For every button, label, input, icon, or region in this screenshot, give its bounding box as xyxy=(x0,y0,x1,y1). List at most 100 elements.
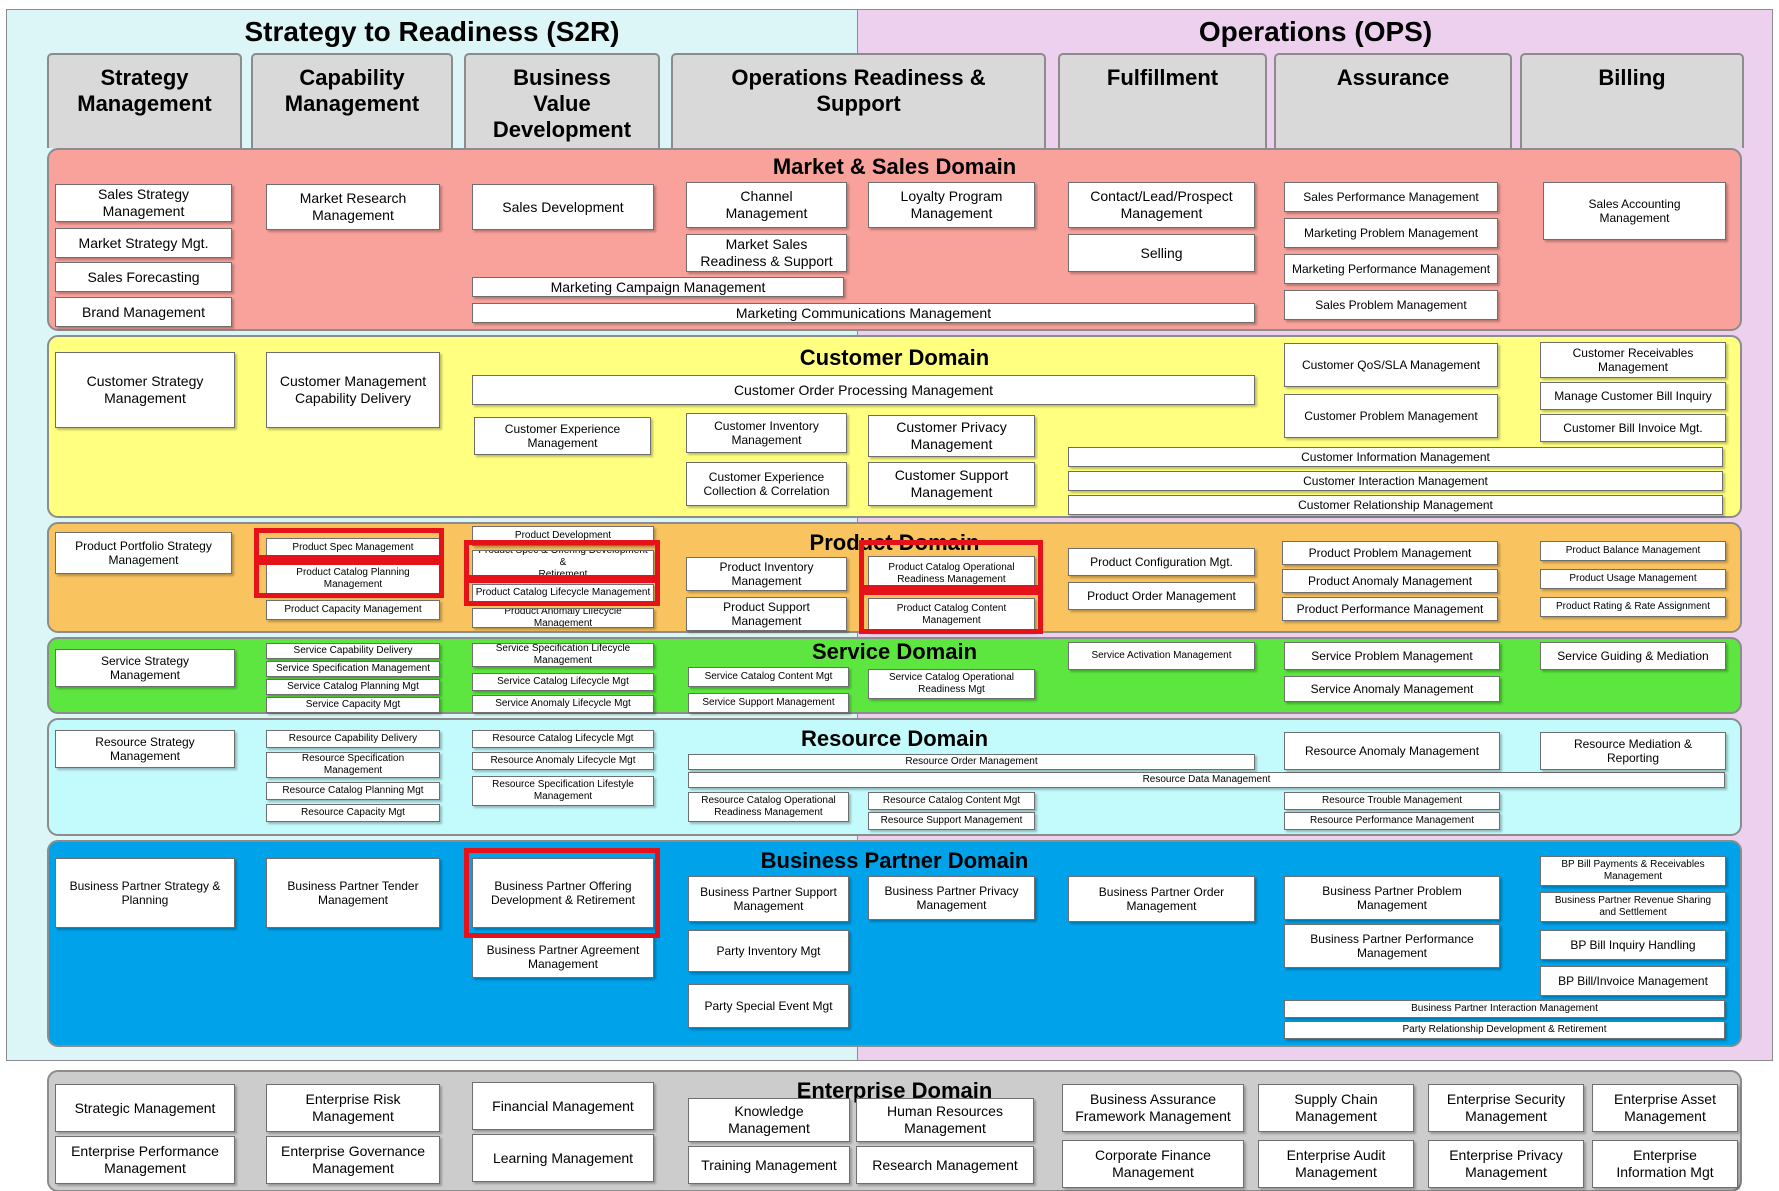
capability-box: Market Sales Readiness & Support xyxy=(686,234,847,272)
capability-box: Business Partner Problem Management xyxy=(1284,876,1500,920)
capability-box: Marketing Campaign Management xyxy=(472,277,844,297)
capability-box: Business Partner Tender Management xyxy=(266,858,440,928)
capability-box: Product Inventory Management xyxy=(686,557,847,591)
capability-box: Product Catalog Operational Readiness Ma… xyxy=(868,556,1035,592)
capability-box: Resource Capability Delivery xyxy=(266,730,440,748)
capability-box: Marketing Performance Management xyxy=(1284,254,1498,284)
capability-box: Supply Chain Management xyxy=(1258,1084,1414,1132)
capability-box: Customer Information Management xyxy=(1068,447,1723,467)
capability-box: Business Partner Agreement Management xyxy=(472,936,654,978)
column-header: Assurance xyxy=(1274,53,1512,148)
column-header: Business Value Development xyxy=(464,53,660,148)
capability-box: Sales Accounting Management xyxy=(1543,182,1726,240)
s2r-title: Strategy to Readiness (S2R) xyxy=(244,16,620,47)
capability-box: Sales Strategy Management xyxy=(55,184,232,222)
capability-box: Brand Management xyxy=(55,297,232,327)
capability-box: Business Partner Strategy & Planning xyxy=(55,858,235,928)
capability-box: Enterprise Security Management xyxy=(1428,1084,1584,1132)
capability-box: Business Partner Performance Management xyxy=(1284,924,1500,968)
capability-box: Channel Management xyxy=(686,182,847,228)
capability-box: Customer Receivables Management xyxy=(1540,342,1726,378)
capability-box: Customer Problem Management xyxy=(1284,394,1498,438)
capability-box: Market Strategy Mgt. xyxy=(55,228,232,258)
capability-box: Service Specification Management xyxy=(266,661,440,677)
capability-box: Resource Specification Lifestyle Managem… xyxy=(472,776,654,806)
partner-domain-title: Business Partner Domain xyxy=(760,848,1029,873)
capability-box: Service Catalog Lifecycle Mgt xyxy=(472,673,654,691)
capability-box: Service Capacity Mgt xyxy=(266,697,440,713)
capability-box: Selling xyxy=(1068,234,1255,272)
capability-box: Product Configuration Mgt. xyxy=(1068,548,1255,576)
capability-box: Resource Specification Management xyxy=(266,752,440,778)
capability-box: Product Problem Management xyxy=(1282,541,1498,565)
capability-box: Product Order Management xyxy=(1068,582,1255,610)
capability-box: Product Spec & Offering Development & Re… xyxy=(472,550,654,576)
capability-box: Customer Management Capability Delivery xyxy=(266,352,440,428)
capability-box: Service Strategy Management xyxy=(55,649,235,687)
capability-box: Customer Bill Invoice Mgt. xyxy=(1540,414,1726,442)
capability-box: Resource Strategy Management xyxy=(55,730,235,768)
capability-box: Marketing Problem Management xyxy=(1284,218,1498,248)
capability-box: Sales Forecasting xyxy=(55,262,232,292)
capability-box: BP Bill Inquiry Handling xyxy=(1540,930,1726,960)
capability-box: Corporate Finance Management xyxy=(1062,1140,1244,1188)
capability-box: Learning Management xyxy=(472,1134,654,1182)
capability-box: Resource Data Management xyxy=(688,772,1725,788)
capability-box: Customer Support Management xyxy=(868,462,1035,506)
capability-box: Customer Inventory Management xyxy=(686,413,847,453)
capability-box: Sales Performance Management xyxy=(1284,182,1498,212)
capability-box: Service Guiding & Mediation xyxy=(1540,642,1726,670)
capability-box: Product Development xyxy=(472,526,654,546)
capability-box: Product Anomaly Lifecycle Management xyxy=(472,608,654,628)
capability-box: Resource Order Management xyxy=(688,754,1255,770)
customer-domain-title: Customer Domain xyxy=(799,345,990,370)
column-header: Capability Management xyxy=(251,53,453,148)
capability-box: Enterprise Asset Management xyxy=(1592,1084,1738,1132)
capability-box: Resource Capacity Mgt xyxy=(266,804,440,822)
capability-box: Sales Problem Management xyxy=(1284,290,1498,320)
capability-box: Product Capacity Management xyxy=(266,600,440,620)
capability-box: Service Activation Management xyxy=(1068,642,1255,670)
capability-box: Resource Catalog Lifecycle Mgt xyxy=(472,730,654,748)
capability-box: BP Bill Payments & Receivables Managemen… xyxy=(1540,856,1726,886)
capability-box: Party Relationship Development & Retirem… xyxy=(1284,1021,1725,1039)
capability-box: Service Catalog Planning Mgt xyxy=(266,679,440,695)
resource-domain-title: Resource Domain xyxy=(800,726,989,751)
capability-box: Resource Performance Management xyxy=(1284,812,1500,830)
capability-box: Service Catalog Operational Readiness Mg… xyxy=(868,669,1035,699)
capability-box: Customer Relationship Management xyxy=(1068,495,1723,515)
capability-box: Training Management xyxy=(688,1146,850,1184)
capability-box: Human Resources Management xyxy=(856,1098,1034,1142)
capability-box: Business Assurance Framework Management xyxy=(1062,1084,1244,1132)
capability-box: Business Partner Interaction Management xyxy=(1284,1000,1725,1018)
capability-box: Resource Anomaly Management xyxy=(1284,732,1500,770)
capability-box: Customer Strategy Management xyxy=(55,352,235,428)
capability-box: Service Anomaly Lifecycle Mgt xyxy=(472,695,654,713)
capability-box: Business Partner Offering Development & … xyxy=(472,858,654,928)
capability-box: Enterprise Risk Management xyxy=(266,1084,440,1132)
capability-box: Customer Order Processing Management xyxy=(472,375,1255,405)
capability-box: Enterprise Performance Management xyxy=(55,1136,235,1184)
column-header: Fulfillment xyxy=(1058,53,1267,148)
capability-box: Product Balance Management xyxy=(1540,541,1726,561)
column-header: Operations Readiness & Support xyxy=(671,53,1046,148)
capability-box: Customer Privacy Management xyxy=(868,415,1035,457)
capability-box: Enterprise Audit Management xyxy=(1258,1140,1414,1188)
capability-box: Enterprise Information Mgt xyxy=(1592,1140,1738,1188)
capability-box: Knowledge Management xyxy=(688,1098,850,1142)
capability-box: Resource Support Management xyxy=(868,812,1035,830)
capability-box: Product Catalog Content Management xyxy=(868,598,1035,632)
capability-box: Sales Development xyxy=(472,184,654,230)
capability-box: Service Support Management xyxy=(688,693,849,713)
ops-title: Operations (OPS) xyxy=(1198,16,1433,47)
capability-box: Customer QoS/SLA Management xyxy=(1284,343,1498,387)
capability-box: BP Bill/Invoice Management xyxy=(1540,966,1726,996)
capability-box: Enterprise Governance Management xyxy=(266,1136,440,1184)
capability-box: Resource Mediation & Reporting xyxy=(1540,732,1726,770)
capability-box: Contact/Lead/Prospect Management xyxy=(1068,182,1255,228)
capability-box: Party Inventory Mgt xyxy=(688,930,849,972)
capability-box: Resource Catalog Planning Mgt xyxy=(266,782,440,800)
market-sales-domain-title: Market & Sales Domain xyxy=(772,154,1017,179)
capability-box: Service Anomaly Management xyxy=(1284,676,1500,702)
